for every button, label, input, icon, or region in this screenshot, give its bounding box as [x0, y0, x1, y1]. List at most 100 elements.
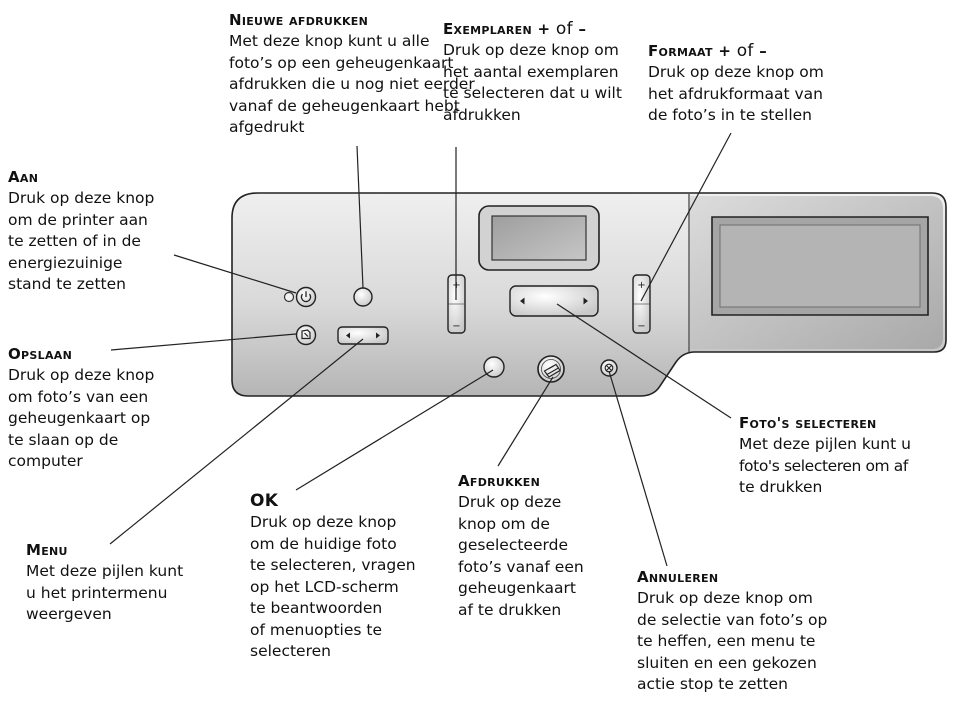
callout-minus: – — [578, 20, 587, 38]
callout-line: Met deze pijlen kunt u — [739, 435, 911, 453]
callout-line: afdrukken die u nog niet eerder — [229, 75, 475, 93]
power-led — [283, 291, 295, 303]
leader-save — [110, 333, 297, 351]
callout-title: Exemplaren — [443, 20, 532, 38]
menu-left-arrow-icon — [346, 332, 350, 339]
size-minus-label: − — [637, 321, 645, 332]
callout-line: of menuopties te — [250, 620, 383, 639]
callout-line: Druk op deze knop om — [648, 63, 824, 81]
callout-title: Formaat — [648, 42, 713, 60]
callout-plus: + — [537, 20, 551, 38]
callout-plus: + — [718, 42, 732, 60]
leader-ok — [295, 369, 494, 491]
callout-line: foto’s vanaf een — [458, 557, 584, 576]
photo-select-arrows-button — [509, 285, 599, 317]
callout-line: weergeven — [26, 605, 112, 623]
callout-size: Formaat + of – Druk op deze knop om het … — [648, 42, 858, 127]
callout-line: te heffen, een menu te — [637, 632, 816, 650]
callout-line: te selecteren dat u wilt — [443, 84, 622, 102]
callout-title: Menu — [26, 541, 68, 559]
new-prints-button — [353, 287, 373, 307]
callout-title: Foto's selecteren — [739, 414, 877, 432]
callout-line: het afdrukformaat van — [648, 84, 823, 103]
callout-of: of — [736, 41, 754, 61]
callout-line: computer — [8, 452, 83, 470]
callout-title: Afdrukken — [458, 472, 541, 490]
callout-line: geselecteerde — [458, 536, 568, 554]
menu-right-arrow-icon — [376, 332, 380, 339]
callout-line: afdrukken — [443, 105, 521, 124]
callout-line: geheugenkaart — [458, 579, 576, 597]
callout-line: Druk op deze knop — [8, 189, 155, 207]
callout-line: energiezuinige — [8, 253, 123, 272]
callout-minus: – — [759, 42, 768, 60]
callout-line: sluiten en een gekozen — [637, 653, 817, 672]
callout-line: om de huidige foto — [250, 534, 397, 553]
print-icon — [543, 363, 561, 378]
callout-line: stand te zetten — [8, 275, 126, 293]
callout-line: foto's selecteren om af — [739, 456, 908, 475]
callout-title: Annuleren — [637, 568, 719, 586]
callout-save: Opslaan Druk op deze knop om foto’s van … — [8, 345, 198, 473]
leader-lines — [109, 132, 732, 567]
callout-line: het aantal exemplaren — [443, 62, 619, 81]
callout-line: foto’s op een geheugenkaart — [229, 53, 454, 72]
callout-line: Druk op deze — [458, 493, 562, 511]
callout-photo-select: Foto's selecteren Met deze pijlen kunt u… — [739, 414, 953, 499]
leader-print — [497, 376, 554, 467]
callout-menu: Menu Met deze pijlen kunt u het printerm… — [26, 541, 226, 626]
callout-line: actie stop te zetten — [637, 675, 788, 693]
callout-line: om de printer aan — [8, 210, 148, 229]
leader-photo-select — [556, 303, 732, 419]
size-plus-label: + — [637, 280, 645, 291]
callout-line: u het printermenu — [26, 583, 168, 602]
callout-line: te zetten of in de — [8, 232, 141, 250]
callout-line: vanaf de geheugenkaart hebt — [229, 96, 460, 115]
callout-copies: Exemplaren + of – Druk op deze knop om h… — [443, 20, 653, 126]
photo-left-arrow-icon — [520, 297, 525, 305]
callout-line: te selecteren, vragen — [250, 556, 416, 574]
callout-ok: OK Druk op deze knop om de huidige foto … — [250, 492, 440, 663]
callout-line: te slaan op de — [8, 430, 119, 449]
callout-title: Nieuwe afdrukken — [229, 11, 369, 29]
callout-line: selecteren — [250, 642, 331, 660]
callout-line: af te drukken — [458, 600, 562, 619]
callout-title: Aan — [8, 168, 39, 186]
leader-size — [640, 132, 732, 302]
callout-line: knop om de — [458, 514, 550, 533]
callout-line: afgedrukt — [229, 118, 305, 136]
callout-line: te drukken — [739, 478, 823, 496]
callout-cancel: Annuleren Druk op deze knop om de select… — [637, 568, 867, 696]
callout-line: geheugenkaart op — [8, 409, 151, 427]
callout-line: de selectie van foto’s op — [637, 610, 828, 629]
callout-print: Afdrukken Druk op deze knop om de gesele… — [458, 472, 638, 621]
callout-title: Opslaan — [8, 345, 73, 363]
callout-line: om foto’s van een — [8, 387, 149, 406]
leader-power — [173, 254, 297, 294]
callout-title-row: Formaat + of – — [648, 42, 858, 61]
leader-menu — [109, 338, 364, 545]
callout-of: of — [555, 19, 573, 39]
save-icon — [301, 329, 311, 340]
callout-line: Druk op deze knop om — [443, 41, 619, 59]
callout-line: op het LCD-scherm — [250, 577, 399, 596]
callout-line: Druk op deze knop — [8, 366, 155, 384]
menu-arrows-button — [337, 326, 389, 345]
photo-right-arrow-icon — [583, 297, 588, 305]
callout-title: OK — [250, 491, 279, 511]
leader-cancel — [608, 370, 668, 567]
callout-title-row: Exemplaren + of – — [443, 20, 653, 39]
copies-minus-label: − — [452, 321, 460, 332]
callout-line: Druk op deze knop om — [637, 589, 813, 607]
callout-line: Met deze pijlen kunt — [26, 562, 184, 580]
callout-line: de foto’s in te stellen — [648, 106, 812, 124]
leader-new-prints — [356, 145, 364, 289]
callout-line: Druk op deze knop — [250, 513, 397, 531]
lcd-screen — [491, 215, 587, 261]
callout-line: te beantwoorden — [250, 599, 383, 617]
callout-line: Met deze knop kunt u alle — [229, 32, 430, 50]
power-icon — [300, 291, 312, 303]
callout-power: Aan Druk op deze knop om de printer aan … — [8, 168, 198, 296]
callout-new-prints: Nieuwe afdrukken Met deze knop kunt u al… — [229, 11, 529, 139]
